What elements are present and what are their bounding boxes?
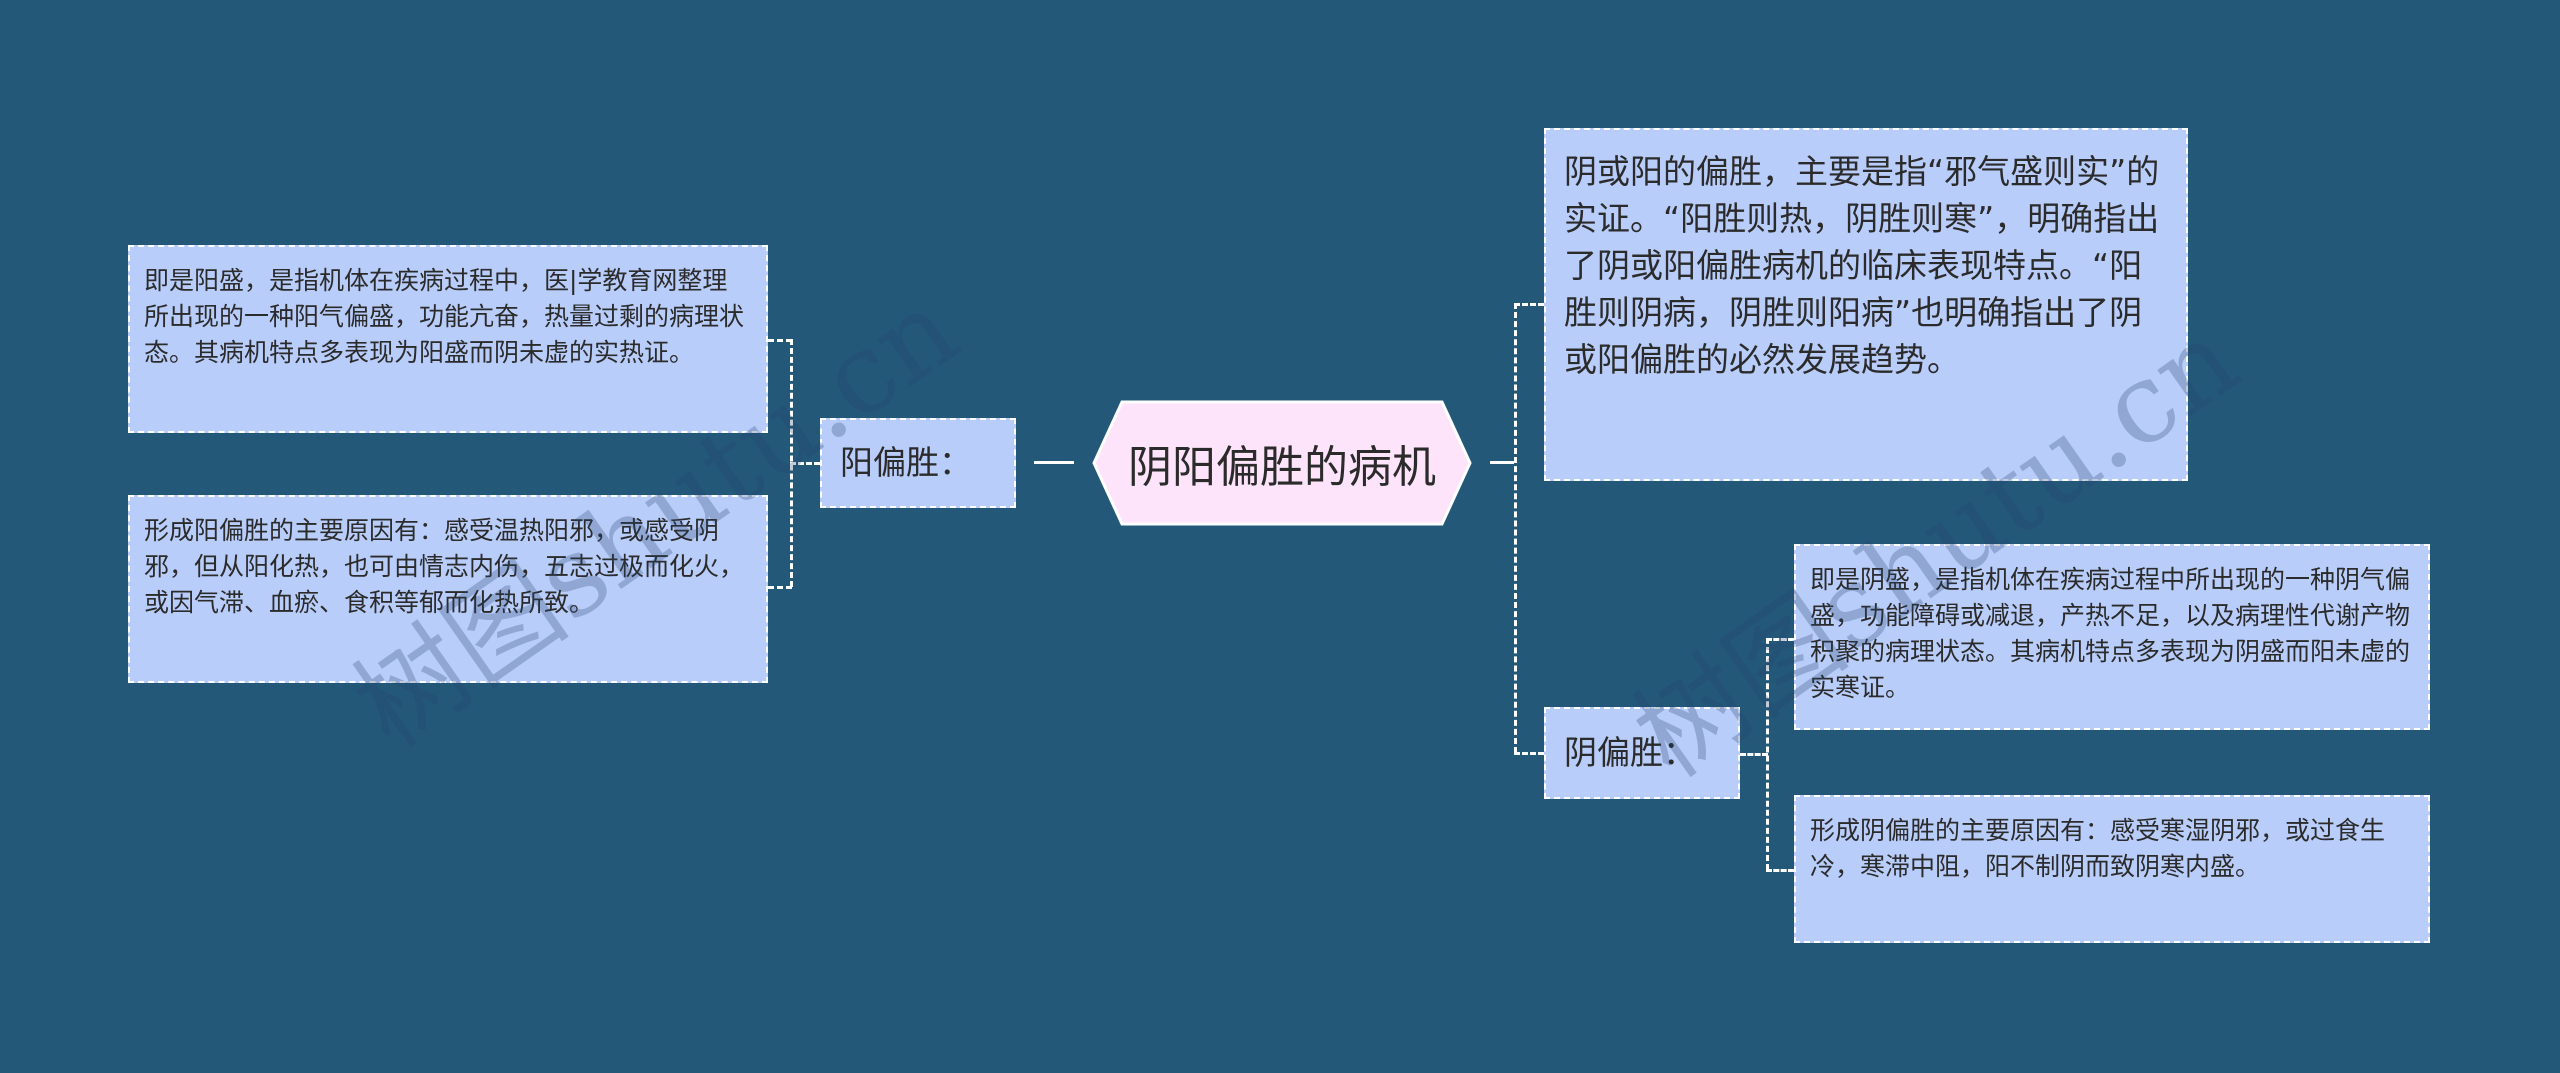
connector-right-2 [1514, 752, 1544, 755]
root-node[interactable]: 阴阳偏胜的病机 [1072, 400, 1492, 526]
leaf-yang-causes[interactable]: 形成阳偏胜的主要原因有：感受温热阳邪，或感受阴邪，但从阳化热，也可由情志内伤，五… [128, 495, 768, 683]
connector-yin-1 [1766, 638, 1794, 641]
connector-left-1 [768, 339, 792, 342]
connector-root-left [1034, 461, 1074, 464]
leaf-text: 即是阳盛，是指机体在疾病过程中，医|学教育网整理所出现的一种阳气偏盛，功能亢奋，… [144, 266, 745, 367]
connector-right-1 [1514, 303, 1544, 306]
connector-left-branch [790, 462, 820, 465]
leaf-yang-definition[interactable]: 即是阳盛，是指机体在疾病过程中，医|学教育网整理所出现的一种阳气偏盛，功能亢奋，… [128, 245, 768, 433]
leaf-text: 阴或阳的偏胜，主要是指“邪气盛则实”的实证。“阳胜则热，阴胜则寒”，明确指出了阴… [1564, 152, 2160, 379]
branch-yang-excess[interactable]: 阳偏胜： [820, 418, 1016, 508]
connector-yin-2 [1766, 869, 1794, 872]
bracket-left [790, 339, 793, 587]
bracket-yin [1766, 638, 1769, 870]
bracket-right-main [1514, 303, 1517, 753]
branch-yin-excess[interactable]: 阴偏胜： [1544, 707, 1740, 799]
branch-label: 阳偏胜： [840, 443, 972, 482]
root-label: 阴阳偏胜的病机 [1128, 442, 1436, 493]
leaf-text: 即是阴盛，是指机体在疾病过程中所出现的一种阴气偏盛，功能障碍或减退，产热不足，以… [1810, 565, 2411, 702]
connector-yin-branch [1740, 753, 1768, 756]
branch-label: 阴偏胜： [1564, 733, 1696, 772]
leaf-overview[interactable]: 阴或阳的偏胜，主要是指“邪气盛则实”的实证。“阳胜则热，阴胜则寒”，明确指出了阴… [1544, 128, 2188, 481]
connector-root-right [1490, 461, 1514, 464]
leaf-text: 形成阴偏胜的主要原因有：感受寒湿阴邪，或过食生冷，寒滞中阻，阳不制阴而致阴寒内盛… [1810, 816, 2386, 881]
leaf-text: 形成阳偏胜的主要原因有：感受温热阳邪，或感受阴邪，但从阳化热，也可由情志内伤，五… [144, 516, 745, 617]
hexagon-shape [1092, 400, 1472, 526]
connector-left-2 [768, 586, 792, 589]
leaf-yin-causes[interactable]: 形成阴偏胜的主要原因有：感受寒湿阴邪，或过食生冷，寒滞中阻，阳不制阴而致阴寒内盛… [1794, 795, 2430, 943]
leaf-yin-definition[interactable]: 即是阴盛，是指机体在疾病过程中所出现的一种阴气偏盛，功能障碍或减退，产热不足，以… [1794, 544, 2430, 730]
